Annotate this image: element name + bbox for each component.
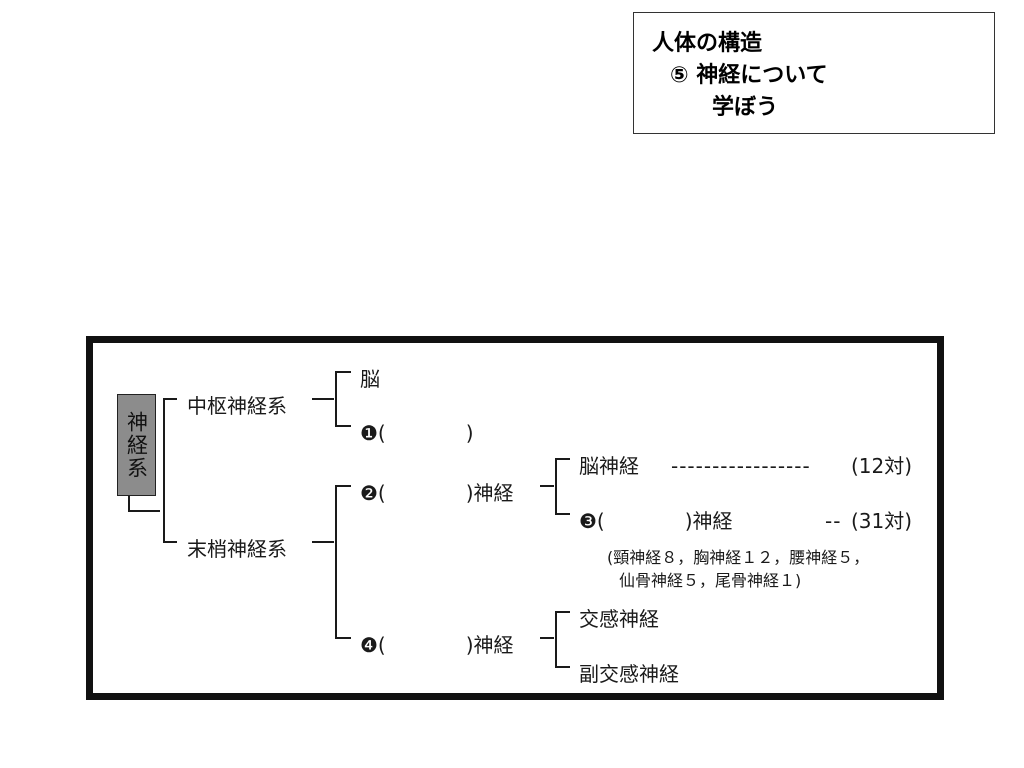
- node-blank-1: ❶( ): [360, 421, 474, 445]
- node-brain: 脳: [360, 367, 380, 391]
- connector-central-split: [335, 371, 351, 427]
- connector-branch4-split: [555, 611, 570, 668]
- node-parasympathetic-nerves: 副交感神経: [579, 662, 679, 686]
- slide-title-box: 人体の構造 ⑤ 神経について 学ぼう: [633, 12, 995, 134]
- node-sympathetic-nerves: 交感神経: [579, 607, 659, 631]
- root-node-nervous-system: 神経系: [117, 394, 156, 496]
- connector-root-split: [163, 398, 177, 543]
- slide-title-line-1: 人体の構造: [652, 31, 763, 56]
- connector-peripheral-split: [335, 485, 351, 639]
- cranial-nerves-leader: -----------------: [671, 454, 811, 478]
- node-blank-3-nerves: ❸( )神経: [579, 509, 733, 533]
- connector-branch2-split: [555, 458, 570, 515]
- spinal-nerves-note-line-1: (頸神経８，胸神経１２，腰神経５，: [607, 548, 870, 567]
- node-blank-2-nerves: ❷( )神経: [360, 481, 514, 505]
- spinal-nerves-leader: --: [825, 509, 842, 533]
- spinal-nerves-count: (31対): [851, 509, 913, 533]
- connector-root-down: [128, 496, 160, 512]
- cranial-nerves-count: (12対): [851, 454, 913, 478]
- node-peripheral-nervous-system: 末梢神経系: [187, 537, 287, 561]
- tree-connector-lines: [128, 371, 570, 668]
- node-central-nervous-system: 中枢神経系: [187, 394, 287, 418]
- node-blank-4-nerves: ❹( )神経: [360, 633, 514, 657]
- node-cranial-nerves: 脳神経: [579, 454, 639, 478]
- slide-title-line-2: ⑤ 神経について: [670, 63, 828, 88]
- slide-title-line-3: 学ぼう: [712, 95, 779, 120]
- spinal-nerves-note-line-2: 仙骨神経５，尾骨神経１): [619, 571, 802, 590]
- nervous-system-diagram: 神経系 中枢神経系 脳 ❶( ) 末梢神経系 ❷( )神経 脳神経 ------…: [86, 336, 944, 700]
